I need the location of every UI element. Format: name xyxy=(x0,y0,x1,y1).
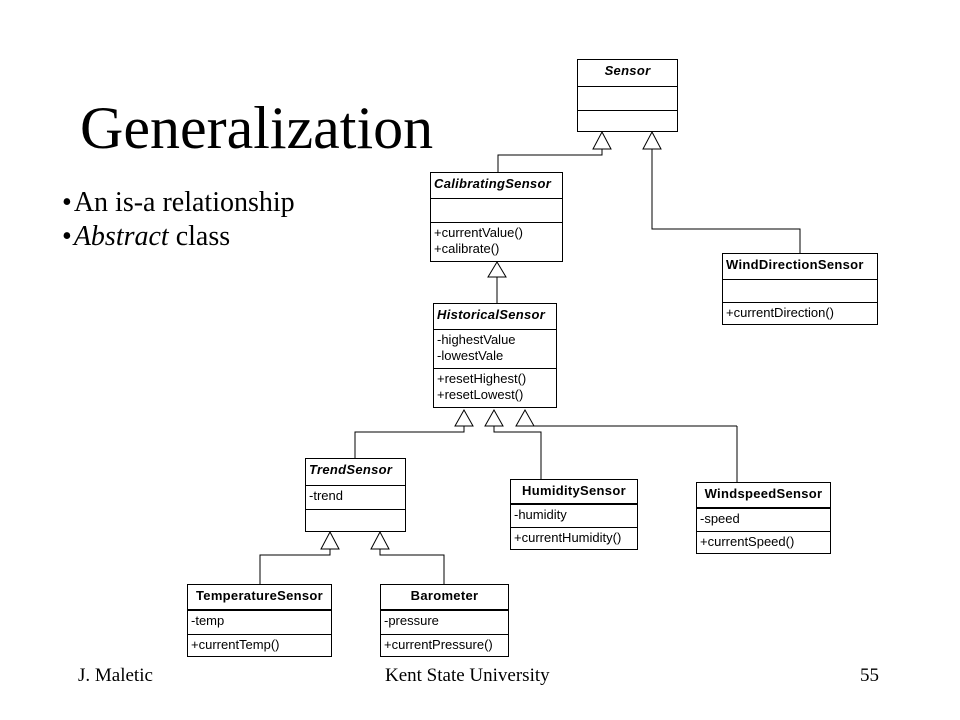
class-name: WindDirectionSensor xyxy=(726,257,864,272)
arrowhead-trend-a xyxy=(320,530,340,550)
bullet-text: class xyxy=(168,221,231,252)
operations-compartment xyxy=(306,509,405,531)
class-name: TrendSensor xyxy=(309,462,393,477)
class-calibrating-sensor: CalibratingSensor +currentValue() +calib… xyxy=(430,172,563,262)
operations-compartment xyxy=(578,110,677,131)
bullet-marker: • xyxy=(62,221,72,252)
attributes-compartment: -humidity xyxy=(511,505,637,527)
operations-compartment: +currentDirection() xyxy=(723,302,877,324)
operations-compartment: +resetHighest() +resetLowest() xyxy=(434,368,556,407)
class-barometer: Barometer -pressure +currentPressure() xyxy=(380,584,509,657)
arrowhead-trend-b xyxy=(370,530,390,550)
class-temperature-sensor: TemperatureSensor -temp +currentTemp() xyxy=(187,584,332,657)
arrowhead-calibrating xyxy=(487,261,507,278)
operation: +currentHumidity() xyxy=(514,530,622,545)
class-name: HumiditySensor xyxy=(511,480,637,505)
operation: +currentTemp() xyxy=(191,637,280,652)
class-name: Sensor xyxy=(604,63,651,78)
attributes-compartment: -speed xyxy=(697,509,830,531)
operations-compartment: +currentTemp() xyxy=(188,634,331,656)
attribute: -speed xyxy=(700,511,740,526)
arrowhead-sensor-b xyxy=(642,130,662,150)
link-barometer-to-trend xyxy=(379,549,445,584)
operation: +currentDirection() xyxy=(726,305,835,320)
attributes-compartment: -highestValue -lowestVale xyxy=(434,329,556,368)
attributes-compartment: -temp xyxy=(188,611,331,634)
page-title: Generalization xyxy=(80,95,434,161)
attribute: -temp xyxy=(191,613,225,628)
class-humidity-sensor: HumiditySensor -humidity +currentHumidit… xyxy=(510,479,638,550)
operation: +currentSpeed() xyxy=(700,534,795,549)
attribute: -lowestVale xyxy=(437,348,504,363)
attributes-compartment xyxy=(723,279,877,302)
operation: +currentValue() xyxy=(434,225,523,240)
link-trend-to-historical xyxy=(354,426,465,458)
class-historical-sensor: HistoricalSensor -highestValue -lowestVa… xyxy=(433,303,557,408)
bullet-item: •Abstract class xyxy=(62,220,295,254)
class-name: CalibratingSensor xyxy=(434,176,552,191)
operations-compartment: +currentPressure() xyxy=(381,634,508,656)
operation: +resetLowest() xyxy=(437,387,524,402)
link-temperature-to-trend xyxy=(259,549,331,584)
attributes-compartment xyxy=(578,86,677,110)
attributes-compartment: -trend xyxy=(306,485,405,509)
class-trend-sensor: TrendSensor -trend xyxy=(305,458,406,532)
footer-page-number: 55 xyxy=(860,665,879,686)
arrowhead-historical-c xyxy=(515,408,535,427)
bullet-text: An is-a relationship xyxy=(73,187,295,218)
class-name: Barometer xyxy=(381,585,508,611)
class-name: TemperatureSensor xyxy=(188,585,331,611)
attribute: -pressure xyxy=(384,613,439,628)
arrowhead-historical-a xyxy=(454,408,474,427)
bullet-marker: • xyxy=(62,187,72,218)
link-calibrating-to-sensor xyxy=(497,149,603,172)
operation: +currentPressure() xyxy=(384,637,493,652)
link-humidity-to-historical xyxy=(493,426,542,479)
attribute: -humidity xyxy=(514,507,567,522)
class-sensor: Sensor xyxy=(577,59,678,132)
attribute: -highestValue xyxy=(437,332,516,347)
bullet-emphasis: Abstract xyxy=(73,221,169,252)
arrowhead-historical-b xyxy=(484,408,504,427)
footer-author: J. Maletic xyxy=(78,665,153,686)
footer-institution: Kent State University xyxy=(385,665,550,686)
attributes-compartment: -pressure xyxy=(381,611,508,634)
bullet-list: •An is-a relationship •Abstract class xyxy=(62,186,295,254)
class-name: HistoricalSensor xyxy=(437,307,546,322)
link-winddirection-to-sensor xyxy=(651,149,801,253)
class-wind-direction-sensor: WindDirectionSensor +currentDirection() xyxy=(722,253,878,325)
operation: +resetHighest() xyxy=(437,371,527,386)
attributes-compartment xyxy=(431,198,562,222)
class-name: WindspeedSensor xyxy=(697,483,830,509)
bullet-item: •An is-a relationship xyxy=(62,186,295,220)
arrowhead-sensor-a xyxy=(592,130,612,150)
attribute: -trend xyxy=(309,488,343,503)
operations-compartment: +currentHumidity() xyxy=(511,527,637,549)
class-windspeed-sensor: WindspeedSensor -speed +currentSpeed() xyxy=(696,482,831,554)
operations-compartment: +currentSpeed() xyxy=(697,531,830,553)
operation: +calibrate() xyxy=(434,241,500,256)
operations-compartment: +currentValue() +calibrate() xyxy=(431,222,562,261)
